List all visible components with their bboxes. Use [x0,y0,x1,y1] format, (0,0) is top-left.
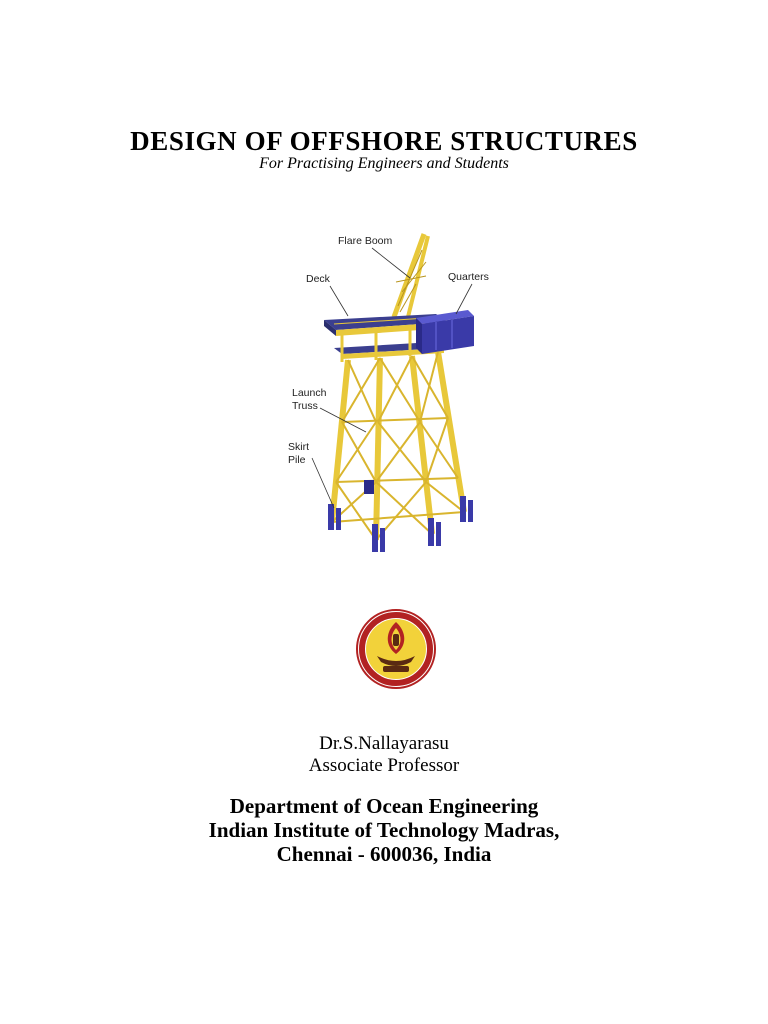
label-pile: Pile [288,454,306,466]
jacket-drawing [329,351,467,541]
department-name: Department of Ocean Engineering [229,794,539,818]
document-subtitle: For Practising Engineers and Students [259,155,509,172]
affiliation-block: Department of Ocean Engineering Indian I… [0,794,768,866]
label-launch: Launch [292,387,327,399]
label-skirt: Skirt [288,441,309,453]
quarters-drawing [416,310,474,354]
callout-leaders [311,247,473,509]
label-quarters: Quarters [448,271,489,283]
institute-name: Indian Institute of Technology Madras, [208,818,560,842]
label-deck: Deck [306,273,331,285]
offshore-platform-illustration: Flare Boom Deck Quarters Launch Truss Sk… [288,233,489,552]
label-flare-boom: Flare Boom [338,235,393,247]
institute-seal-icon [356,609,436,689]
document-title: DESIGN OF OFFSHORE STRUCTURES [130,126,638,156]
author-position: Associate Professor [308,755,460,776]
author-name: Dr.S.Nallayarasu [319,733,449,754]
skirt-pile-drawing [328,480,473,552]
flare-boom-drawing [391,233,430,318]
offshore-platform-figure: Flare Boom Deck Quarters Launch Truss Sk… [276,222,504,560]
iit-madras-logo [355,608,437,690]
institute-address: Chennai - 600036, India [276,842,492,866]
label-truss: Truss [292,400,318,412]
author-block: Dr.S.Nallayarasu Associate Professor [0,733,768,777]
